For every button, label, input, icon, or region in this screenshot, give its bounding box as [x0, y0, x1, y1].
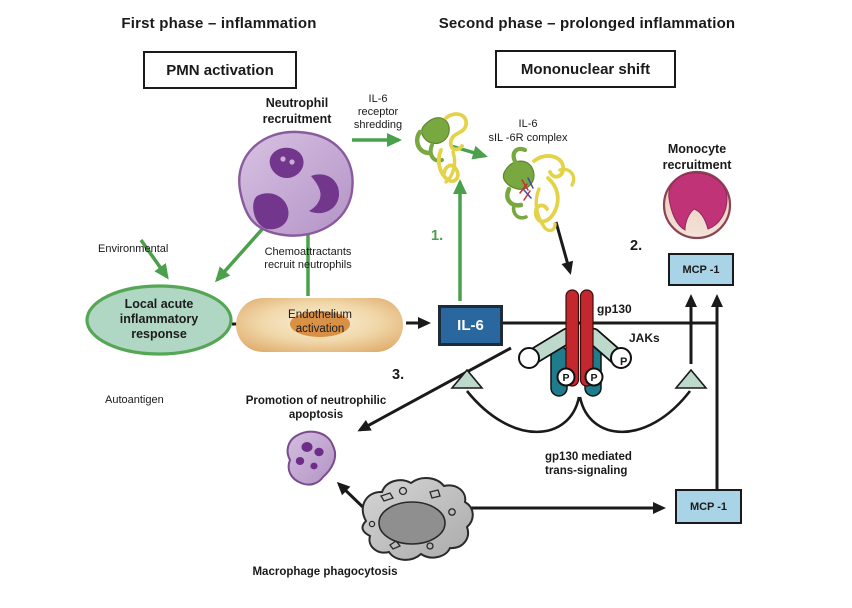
environmental-label: Environmental: [98, 243, 169, 255]
black-arrows: [232, 221, 723, 515]
step-1-label: 1.: [431, 228, 444, 244]
apoptotic-neutrophil: [286, 430, 337, 486]
signal-triangle-left: [450, 368, 484, 389]
neutrophil-cell: [238, 130, 354, 237]
local-acute-response-label: Local acute inflammatory response: [119, 297, 199, 341]
arrow-step3-apoptosis: [357, 346, 512, 432]
arc-right: [578, 390, 692, 434]
neutrophil-nucleus-lobe: [309, 174, 340, 214]
endothelium-shape: [236, 298, 403, 352]
promotion-apoptosis-label: Promotion of neutrophilic apoptosis: [245, 395, 387, 421]
monocyte-nucleus: [668, 172, 728, 231]
arrow-environmental-to-response: [139, 238, 169, 280]
gp130-receptor: P P: [518, 289, 632, 397]
kinase-circle-left: [518, 347, 540, 369]
il6-sil6r-complex-protein: [502, 146, 576, 233]
il6-box: IL-6: [438, 305, 503, 346]
local-acute-response-ellipse: [85, 284, 233, 356]
arc-left: [465, 390, 581, 434]
il6-sil6r-complex-label: IL-6 sIL -6R complex: [488, 118, 568, 144]
phospho-circle-left: [556, 367, 576, 387]
gp130-bar-right: [579, 289, 594, 387]
first-phase-title: First phase – inflammation: [121, 15, 317, 32]
il6-receptor-protein: [415, 112, 469, 184]
autoantigen-label: Autoantigen: [105, 394, 164, 406]
mononuclear-shift-box: Mononuclear shift: [495, 50, 676, 88]
macrophage-phagocytosis-label: Macrophage phagocytosis: [252, 566, 398, 578]
mcp1-box-bottom: MCP -1: [675, 489, 742, 524]
step-3-label: 3.: [392, 367, 405, 383]
endothelium-activation-label: Endothelium activation: [288, 309, 352, 335]
phospho-circle-right: [584, 367, 604, 387]
macrophage-vesicles: [368, 486, 456, 550]
arrow-complex-to-gp130: [554, 221, 574, 275]
neutrophil-nucleus-lobe: [269, 147, 304, 179]
second-phase-title: Second phase – prolonged inflammation: [438, 15, 736, 32]
phospho-p-right: P: [590, 372, 597, 384]
monocyte-cell: [662, 170, 732, 240]
ligand-sticks: [519, 177, 534, 201]
jaks-label: JAKs: [629, 331, 660, 345]
gp130-bar-left: [565, 289, 580, 387]
kinase-circle-right: [610, 347, 632, 369]
monocyte-recruitment-label: Monocyte recruitment: [662, 142, 732, 172]
neutrophil-nucleus-lobe: [253, 193, 289, 230]
step-2-label: 2.: [630, 238, 643, 254]
neutrophil-recruitment-label: Neutrophil recruitment: [262, 96, 332, 126]
macrophage-cell: [361, 477, 474, 561]
jak-arm-left: [527, 329, 574, 363]
gp130-mediated-label: gp130 mediated trans-signaling: [545, 451, 632, 477]
chemoattractants-label: Chemoattractants recruit neutrophils: [264, 246, 352, 271]
mcp1-box-top: MCP -1: [668, 253, 734, 286]
trans-signaling-arcs: [465, 390, 692, 434]
il6-receptor-shredding-label: IL-6 receptor shredding: [353, 93, 403, 131]
phospho-p-outer-label: P: [620, 356, 628, 368]
signal-triangle-right: [674, 368, 708, 389]
pmn-activation-box: PMN activation: [143, 51, 297, 89]
macrophage-nucleus: [378, 501, 446, 545]
phospho-p-left: P: [562, 372, 569, 384]
gp130-label: gp130: [597, 302, 632, 316]
